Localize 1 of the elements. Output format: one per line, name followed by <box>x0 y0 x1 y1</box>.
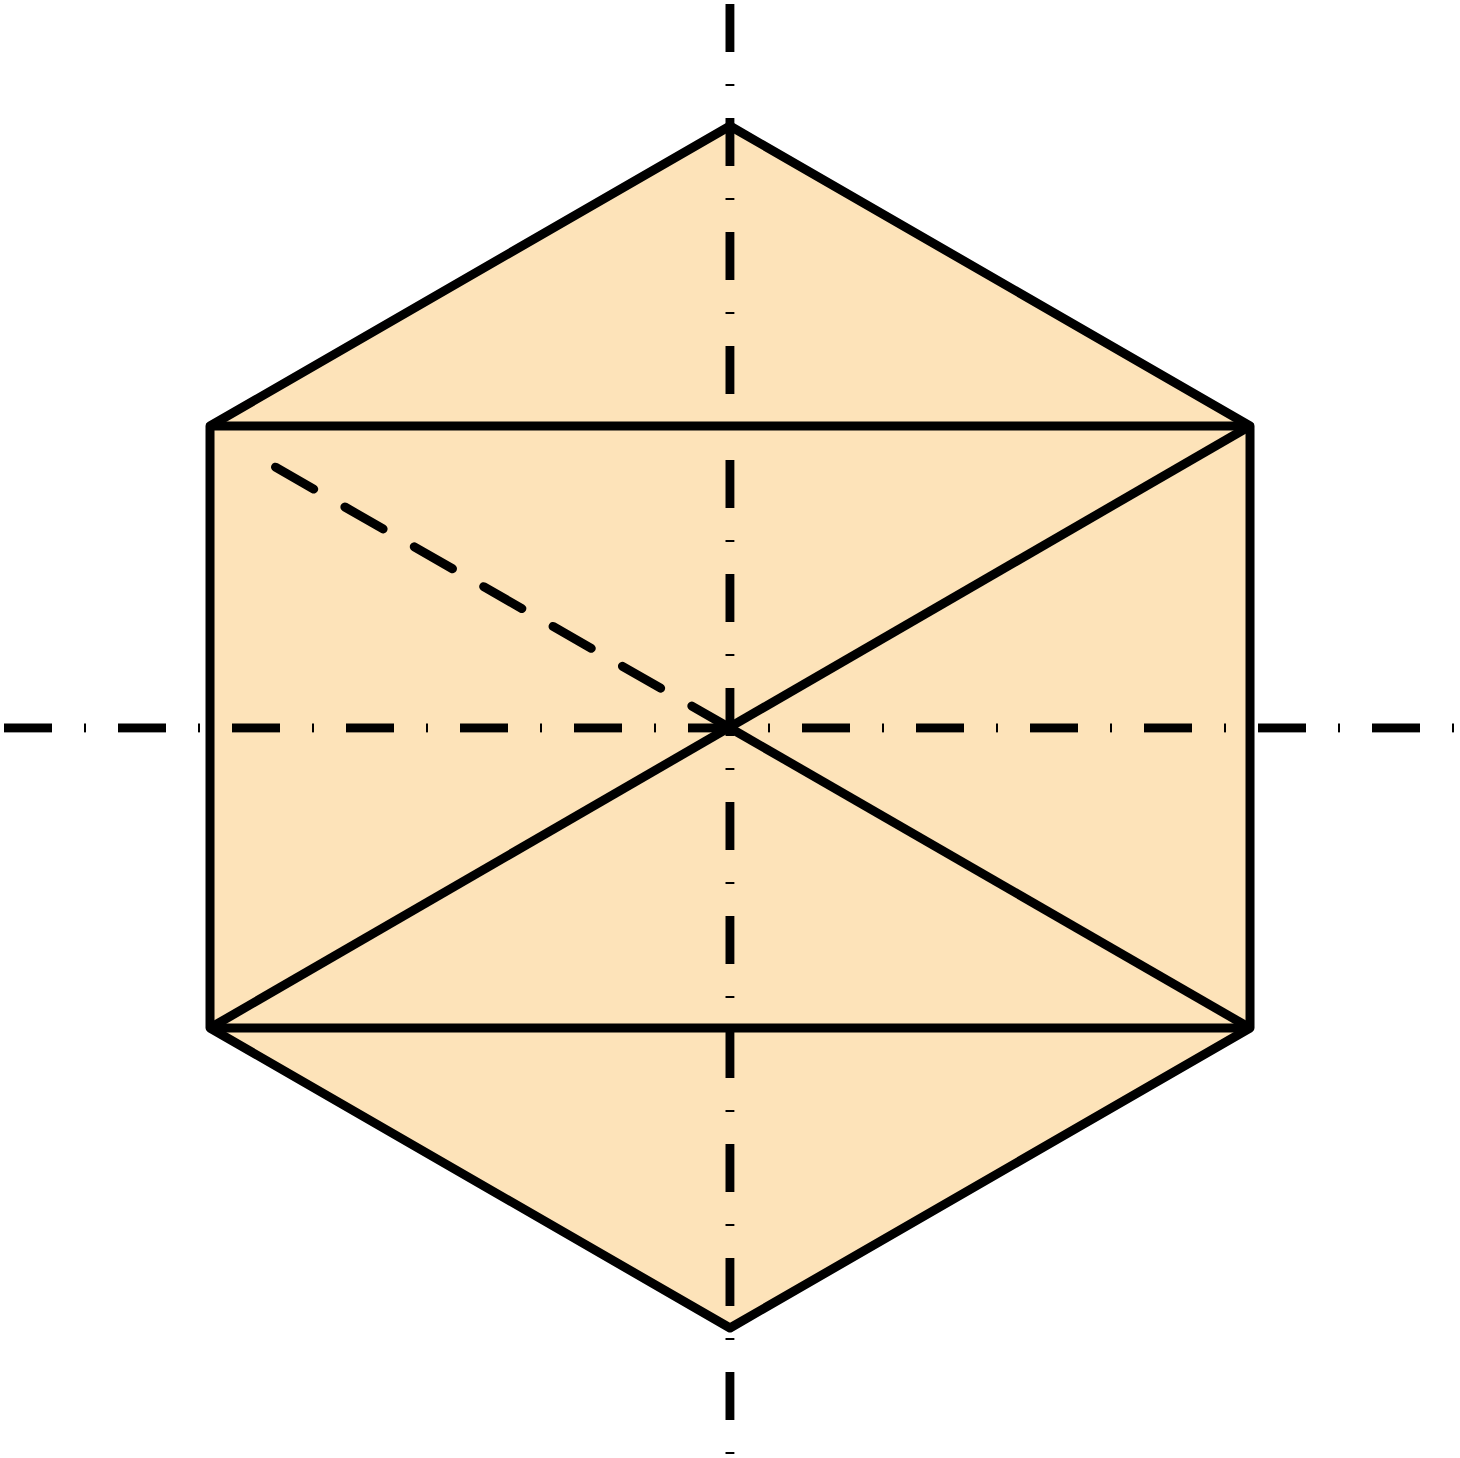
hexagon <box>205 121 1255 1333</box>
